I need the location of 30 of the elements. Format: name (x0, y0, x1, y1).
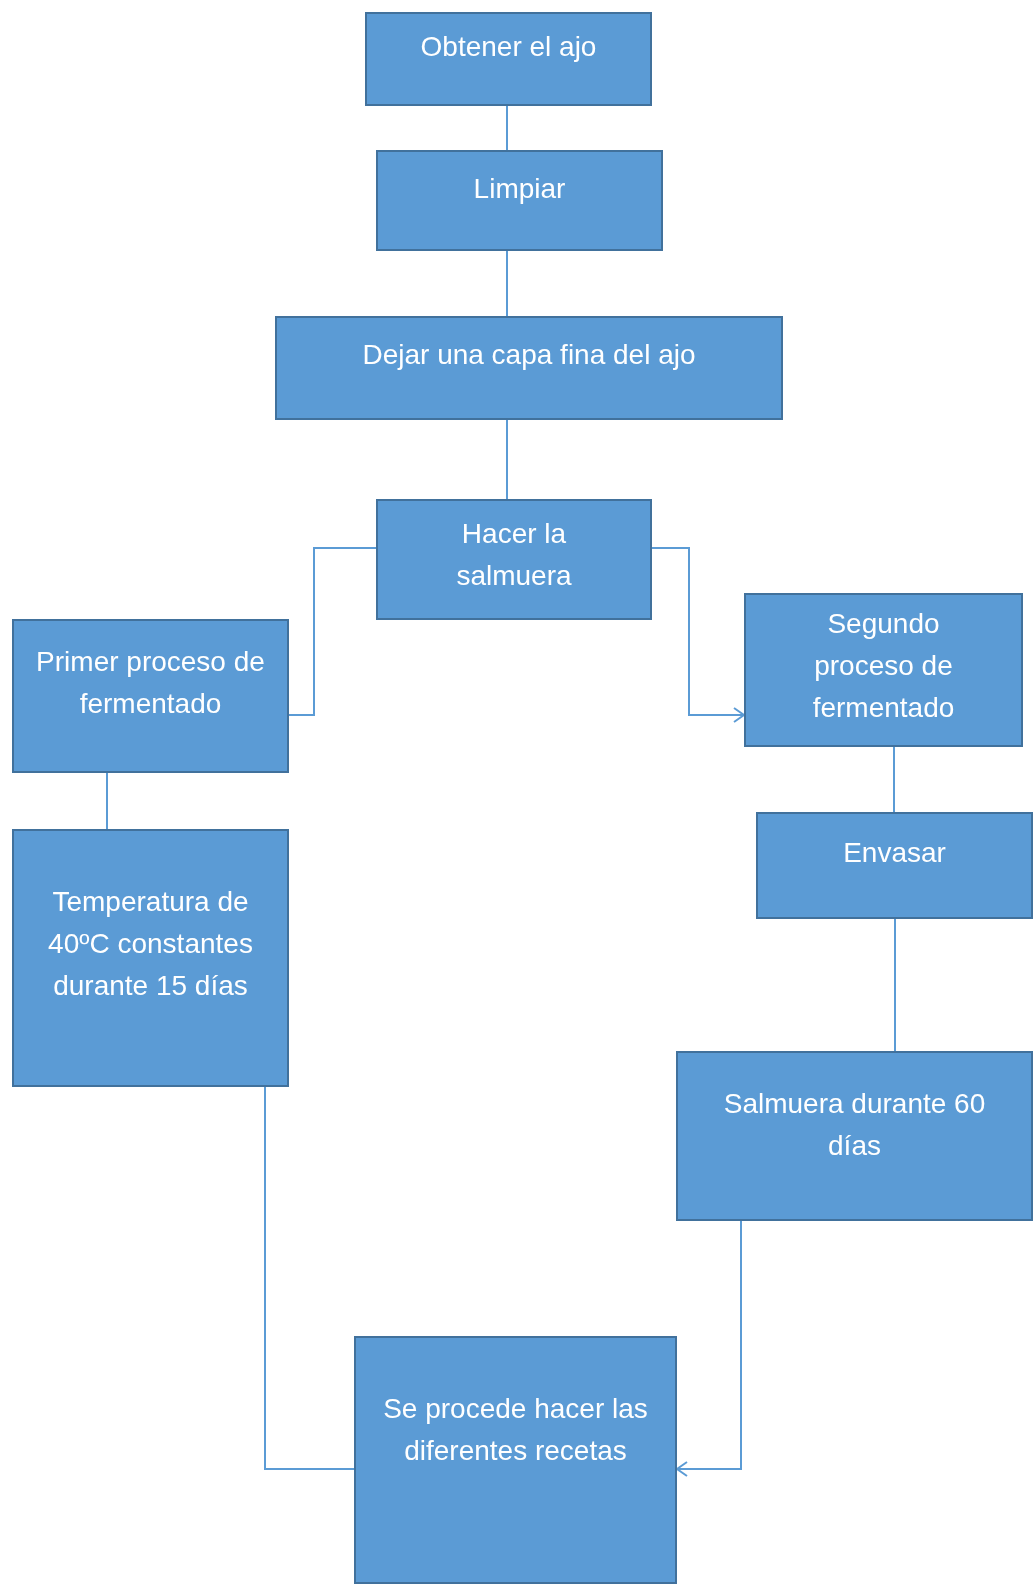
process-box (12, 829, 289, 1087)
connector-line (506, 419, 508, 500)
step-text: Limpiar (473, 172, 566, 206)
connector-line (264, 1086, 355, 1470)
process-box (354, 1336, 677, 1584)
step-text: Hacer la salmuera (455, 517, 573, 593)
arrow (651, 547, 745, 723)
connector-line (106, 772, 108, 830)
process-box (756, 812, 1033, 919)
process-box (12, 619, 289, 773)
process-box (376, 150, 663, 251)
step-text: Temperatura de 40ºC constantes durante 15 días (47, 885, 254, 1003)
process-box (676, 1051, 1033, 1221)
arrow (676, 1220, 742, 1477)
step-text: Primer proceso de fermentado (35, 645, 266, 721)
connector-line (893, 746, 895, 813)
step-text: Envasar (843, 836, 946, 870)
process-box (275, 316, 783, 420)
connector-line (506, 105, 508, 151)
process-box (376, 499, 652, 620)
process-box (365, 12, 652, 106)
process-box (744, 593, 1023, 747)
step-text: Dejar una capa fina del ajo (362, 338, 696, 372)
step-text: Obtener el ajo (420, 30, 597, 64)
step-text: Salmuera durante 60 días (722, 1087, 987, 1163)
connector-line (894, 918, 896, 1052)
step-text: Segundo proceso de fermentado (811, 607, 956, 725)
connector-line (288, 547, 377, 716)
connector-line (506, 250, 508, 317)
step-text: Se procede hacer las diferentes recetas (382, 1392, 649, 1468)
